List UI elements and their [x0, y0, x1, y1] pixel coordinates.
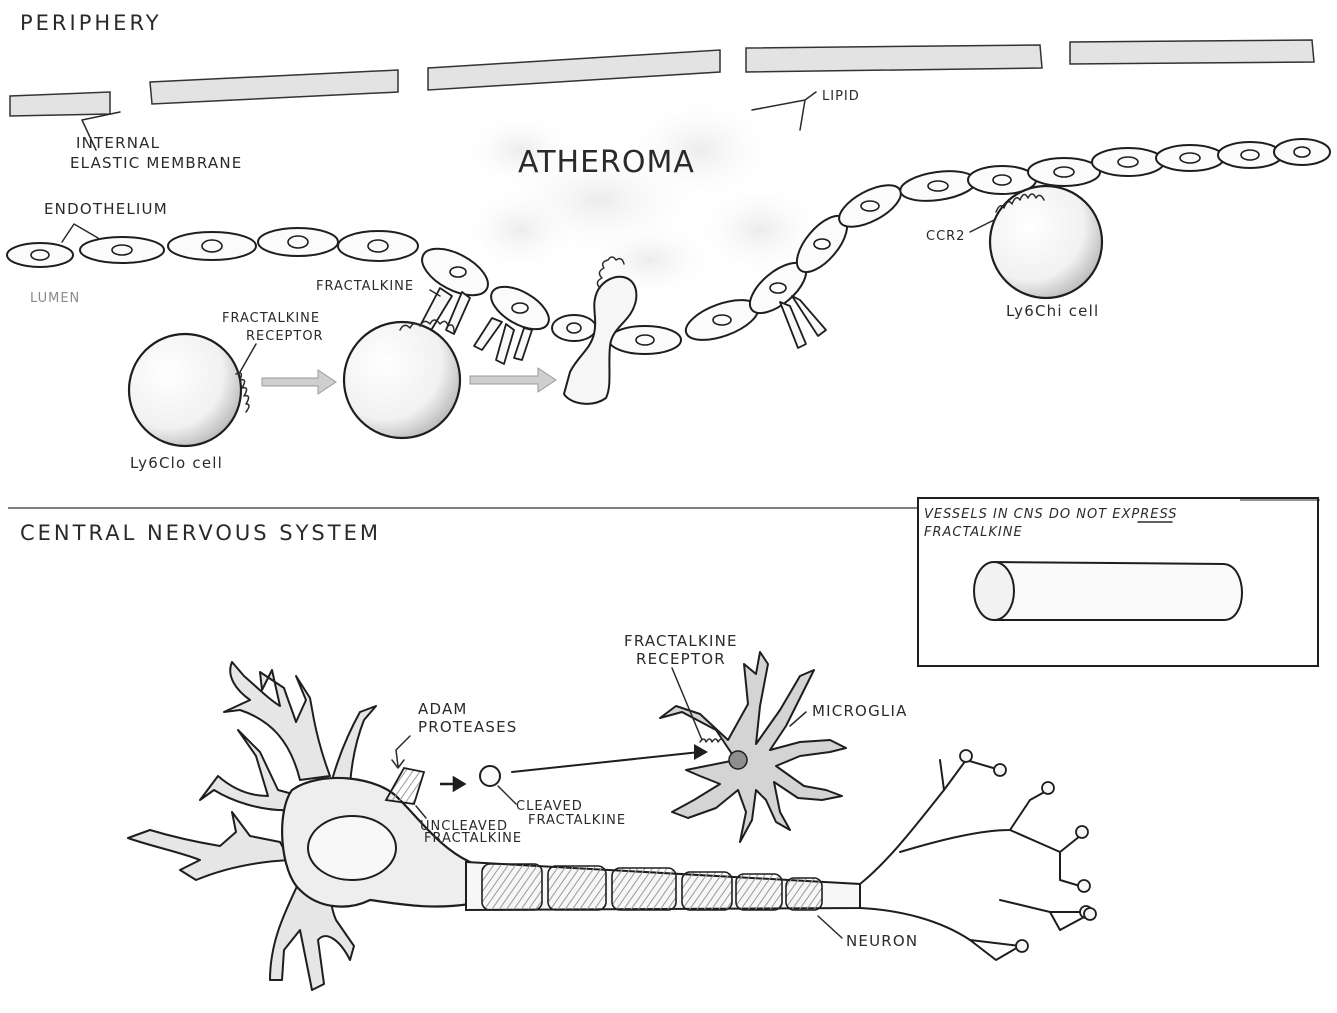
neuron-dendrites: [332, 706, 376, 784]
vessels-note-line-1: VESSELS IN CNS DO NOT EXPRESS: [924, 507, 1178, 522]
endothelial-cell: [168, 232, 256, 260]
cleaved-pointer: [498, 786, 516, 804]
endothelial-cell: [1156, 145, 1224, 171]
internal-elastic-membrane-label-2: ELASTIC MEMBRANE: [70, 154, 242, 172]
fractalkine-receptor-pointer: [240, 344, 256, 372]
endothelial-cell: [552, 315, 596, 341]
atheroma: [460, 95, 830, 300]
lumen-label: LUMEN: [30, 291, 80, 306]
internal-elastic-membrane-label-1: INTERNAL: [76, 134, 160, 152]
neuron-dendrites: [224, 662, 330, 780]
endothelial-cell: [80, 237, 164, 263]
receptor-coil: [700, 739, 724, 742]
cns-section: CENTRAL NERVOUS SYSTEM VESSELS IN CNS DO…: [20, 498, 1318, 990]
fractalkine-label: FRACTALKINE: [316, 279, 414, 294]
cleaved-fractalkine-label-1: CLEAVED: [516, 799, 583, 814]
microglia-label: MICROGLIA: [812, 702, 908, 720]
ly6c-lo-label: Ly6Clo cell: [130, 454, 223, 472]
cleaved-fractalkine-label-2: FRACTALKINE: [528, 813, 626, 828]
microglia-nucleus: [729, 751, 747, 769]
membrane-segment: [10, 92, 110, 116]
neuron-label: NEURON: [846, 932, 918, 950]
adam-proteases-label-1: ADAM: [418, 700, 468, 718]
endothelial-cell: [609, 326, 681, 354]
lipid-label: LIPID: [822, 89, 860, 104]
myelin-sheaths: [482, 864, 822, 910]
endothelium-label: ENDOTHELIUM: [44, 200, 168, 218]
endothelium-pointer: [62, 224, 98, 242]
microglia: [660, 652, 846, 842]
binding-arrowhead: [694, 744, 708, 760]
neuron-dendrites: [128, 812, 290, 880]
cleaved-fractalkine: [480, 766, 500, 786]
periphery-section: PERIPHERY INTERNAL ELASTIC MEMBRANE ATHE…: [7, 11, 1330, 472]
ly6c-hi-label: Ly6Chi cell: [1006, 302, 1099, 320]
membrane-segment: [1070, 40, 1314, 64]
ly6c-lo-cell: [129, 334, 241, 446]
fractalkine-receptor-label-2: RECEPTOR: [246, 329, 324, 344]
endothelial-cell: [1092, 148, 1164, 176]
cns-title: CENTRAL NERVOUS SYSTEM: [20, 521, 381, 545]
endothelial-cell: [898, 167, 977, 205]
atheroma-label: ATHEROMA: [518, 145, 695, 180]
membrane-segment: [428, 50, 720, 90]
ccr2-label: CCR2: [926, 229, 965, 244]
uncleaved-fractalkine: [386, 768, 424, 804]
microglia-body: [660, 652, 846, 842]
endothelial-cell: [338, 231, 418, 261]
adam-pointer: [392, 736, 410, 768]
membrane-segment: [746, 45, 1042, 72]
endothelial-cell: [1218, 142, 1282, 168]
endothelial-cell: [833, 177, 907, 235]
endothelial-cell: [258, 228, 338, 256]
membrane-segment: [150, 70, 398, 104]
uncleaved-fractalkine-label-2: FRACTALKINE: [424, 831, 522, 846]
neuron-pointer: [818, 916, 842, 938]
fractalkine-receptor-label-1: FRACTALKINE: [222, 311, 320, 326]
endothelial-cell: [7, 243, 73, 267]
vessels-note-line-2: FRACTALKINE: [924, 525, 1023, 540]
microglia-receptor-pointer: [672, 668, 702, 740]
adhering-cell: [344, 322, 460, 438]
periphery-title: PERIPHERY: [20, 11, 162, 35]
adam-proteases-label-2: PROTEASES: [418, 718, 518, 736]
microglia-receptor-label-1: FRACTALKINE: [624, 632, 738, 650]
endothelial-cell: [1028, 158, 1100, 186]
uncleaved-pointer: [416, 806, 426, 818]
microglia-receptor-label-2: RECEPTOR: [636, 650, 726, 668]
binding-arrow: [512, 752, 700, 772]
cleavage-arrow: [440, 778, 464, 790]
endothelial-cell: [1274, 139, 1330, 165]
cns-vessel-tube: [974, 562, 1242, 620]
neuron-nucleus: [308, 816, 396, 880]
